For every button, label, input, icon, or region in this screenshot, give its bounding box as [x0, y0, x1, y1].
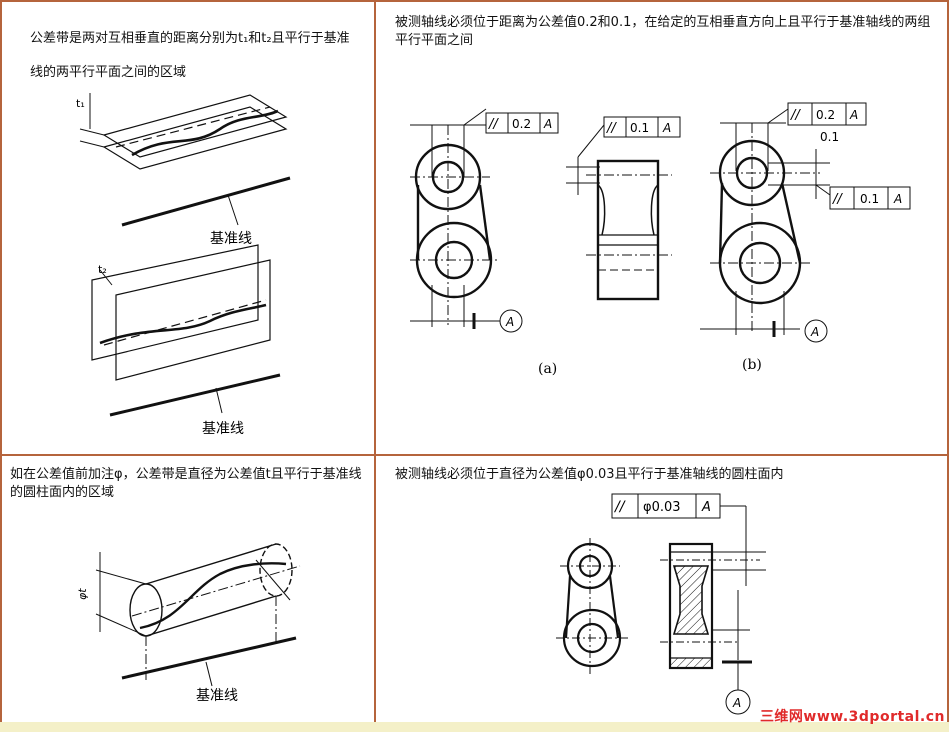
datum-symbol-c: A: [732, 696, 741, 710]
watermark: 三维网www.3dportal.cn: [759, 709, 945, 725]
datum-symbol-b: A: [810, 325, 819, 339]
tol-value-phi003: φ0.03: [643, 500, 681, 515]
datum-label-3: 基准线: [196, 687, 238, 704]
datum-label-1: 基准线: [210, 230, 252, 247]
figure-part-cylinder: // φ0.03 A A: [556, 493, 766, 715]
symbol-parallel-b2: //: [832, 192, 843, 207]
column-divider: [374, 0, 376, 724]
figure-cylinder-zone: φt 基准线: [76, 543, 301, 704]
bottom-strip: [0, 722, 949, 732]
cell-bottom-left-text: 如在公差值前加注φ，公差带是直径为公差值t且平行于基准线的圆柱面内的区域: [10, 467, 362, 500]
row-divider: [0, 454, 949, 456]
symbol-parallel-c: //: [613, 499, 626, 515]
symbol-parallel-a1: //: [488, 117, 499, 132]
label-t1: t₁: [76, 97, 85, 110]
datum-ref-b1: A: [849, 108, 858, 122]
datum-label-2: 基准线: [202, 420, 244, 437]
figure-label-a: (a): [538, 361, 557, 377]
cell-bottom-right-text: 被测轴线必须位于直径为公差值φ0.03且平行于基准轴线的圆柱面内: [395, 467, 784, 482]
figure-label-b: (b): [742, 357, 762, 373]
symbol-parallel-a2: //: [606, 121, 617, 136]
datum-symbol-a: A: [505, 315, 514, 329]
tol-value-01-b: 0.1: [860, 192, 879, 206]
dim-value-01: 0.1: [820, 130, 839, 144]
figure-parallel-planes: t₁ 基准线 t₂ 基准线: [76, 93, 291, 437]
datum-ref-a2: A: [662, 121, 671, 135]
datum-ref-a1: A: [543, 117, 552, 131]
label-phi-t: φt: [76, 588, 89, 600]
tol-value-02-b: 0.2: [816, 108, 835, 122]
datum-ref-b2: A: [893, 192, 902, 206]
label-t2: t₂: [98, 263, 107, 276]
cell-top-left-text: 公差带是两对互相垂直的距离分别为t₁和t₂且平行于基准线的两平行平面之间的区域: [30, 31, 350, 80]
figure-part-a-b: // 0.2 A A // 0.1 A (a): [410, 102, 911, 377]
symbol-parallel-b1: //: [790, 108, 801, 123]
tol-value-01-a: 0.1: [630, 121, 649, 135]
tol-value-02-a: 0.2: [512, 117, 531, 131]
datum-ref-c: A: [701, 500, 711, 515]
cell-top-right-text: 被测轴线必须位于距离为公差值0.2和0.1，在给定的互相垂直方向上且平行于基准轴…: [395, 15, 931, 48]
